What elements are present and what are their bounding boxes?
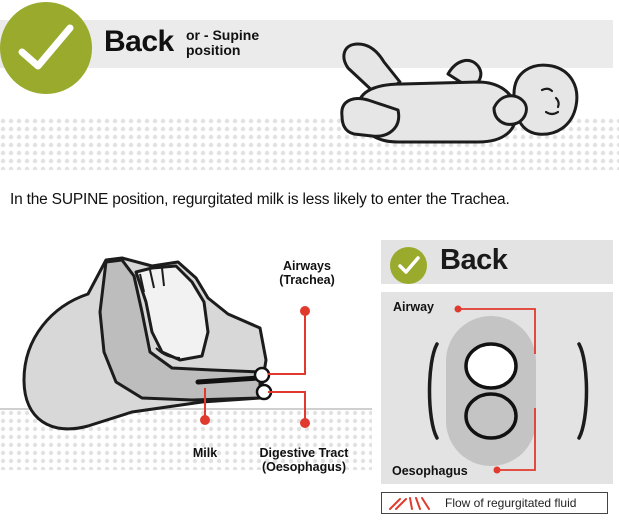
header-band (0, 20, 613, 68)
legend (381, 492, 608, 514)
diagram-leaders (200, 306, 310, 428)
caption-text: In the SUPINE position, regurgitated mil… (10, 191, 510, 208)
label-digestive-tract: Digestive Tract (Oesophagus) (248, 446, 360, 474)
airway-cross-section-illustration (427, 305, 589, 474)
label-airways: Airways (Trachea) (273, 259, 341, 287)
head-cross-section-illustration (22, 256, 273, 431)
panel-title: Back (440, 244, 508, 276)
subtitle-line-2: position (186, 42, 241, 58)
panel-check-badge (390, 247, 427, 284)
label-airway: Airway (393, 300, 434, 314)
label-airways-line-1: Airways (283, 259, 331, 273)
label-airways-line-2: (Trachea) (279, 273, 335, 287)
page-subtitle: or - Supine position (186, 28, 296, 58)
label-milk: Milk (192, 446, 218, 460)
dotted-texture (0, 118, 619, 170)
check-icon (398, 256, 420, 274)
label-oesophagus: Oesophagus (392, 464, 468, 478)
legend-label: Flow of regurgitated fluid (445, 496, 577, 510)
baby-illustration (340, 42, 579, 144)
flow-marks-icon (389, 497, 430, 510)
subtitle-line-1: or - Supine (186, 27, 260, 43)
check-icon (18, 24, 74, 70)
page-title: Back (104, 25, 174, 58)
label-digestive-line-1: Digestive Tract (259, 446, 349, 460)
label-digestive-line-2: (Oesophagus) (261, 460, 347, 474)
check-badge (0, 2, 92, 94)
